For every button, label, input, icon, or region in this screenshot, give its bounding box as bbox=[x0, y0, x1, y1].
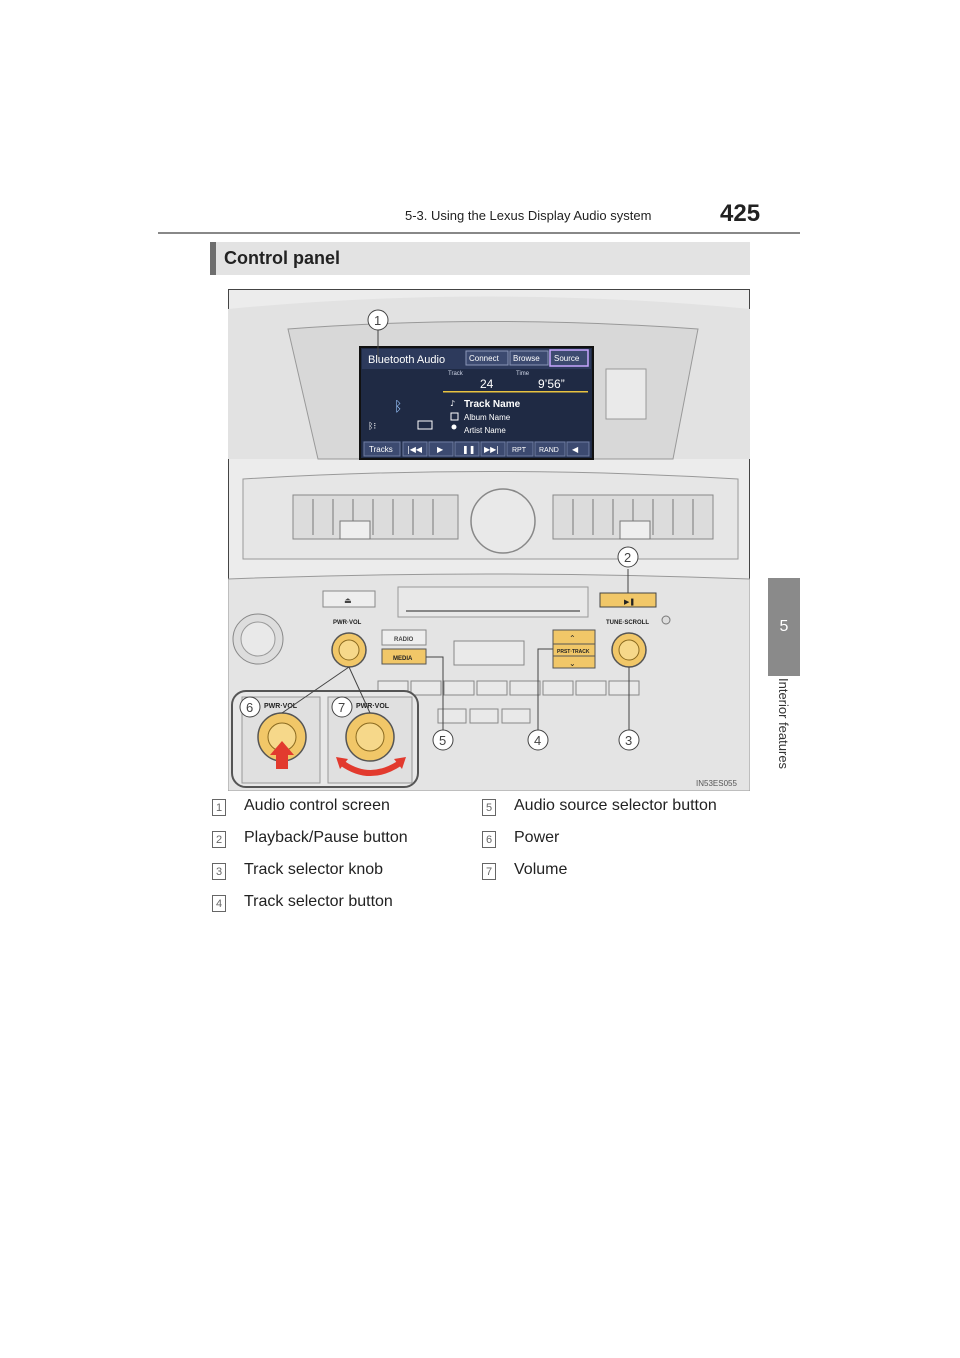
previous-track-icon: |◀◀ bbox=[407, 445, 423, 454]
music-note-icon: ♪ bbox=[450, 399, 455, 408]
play-icon: ▶ bbox=[437, 445, 444, 454]
screen-track-value: 24 bbox=[480, 377, 494, 391]
callout-5: 5 bbox=[439, 733, 446, 748]
running-header-title: 5-3. Using the Lexus Display Audio syste… bbox=[405, 208, 652, 223]
legend-label: Track selector button bbox=[244, 893, 393, 910]
chapter-tab-number: 5 bbox=[779, 618, 789, 635]
screen-time-label: Time bbox=[516, 371, 530, 377]
chapter-tab bbox=[768, 578, 800, 676]
indicator-light bbox=[661, 615, 671, 625]
legend-number: 4 bbox=[212, 895, 226, 912]
next-track-icon: ▶▶| bbox=[484, 445, 499, 454]
screen-album-name: Album Name bbox=[464, 413, 511, 422]
legend-label: Track selector knob bbox=[244, 861, 384, 878]
eject-icon: ⏏ bbox=[344, 596, 352, 605]
legend-number: 7 bbox=[482, 863, 496, 880]
pause-icon: ❚❚ bbox=[462, 445, 475, 454]
radio-button bbox=[381, 629, 427, 646]
screen-track-label: Track bbox=[448, 371, 464, 377]
screen-artist-name: Artist Name bbox=[464, 426, 506, 435]
screen-track-name: Track Name bbox=[464, 399, 521, 410]
legend-number: 2 bbox=[212, 831, 226, 848]
legend-number: 5 bbox=[482, 799, 496, 816]
rotate-arrow-icon bbox=[340, 760, 402, 776]
callout-leader-lines bbox=[281, 329, 630, 731]
knob-detail-inset: PWR·VOL PWR·VOL bbox=[231, 690, 419, 788]
section-title: Control panel bbox=[224, 248, 340, 268]
callout-3: 3 bbox=[625, 733, 632, 748]
legend-label: Power bbox=[514, 829, 560, 846]
press-arrow-icon bbox=[270, 741, 294, 769]
tune-scroll-label: TUNE·SCROLL bbox=[606, 620, 649, 626]
audio-control-screen: Bluetooth Audio Connect Browse Source Tr… bbox=[359, 346, 594, 460]
chapter-label-text: Interior features bbox=[776, 678, 791, 770]
legend-label: Audio control screen bbox=[244, 797, 390, 814]
inset-right-label: PWR·VOL bbox=[356, 703, 390, 710]
seek-down-button bbox=[552, 655, 596, 669]
media-label: MEDIA bbox=[393, 656, 413, 662]
screen-tracks-button: Tracks bbox=[369, 445, 393, 454]
legend-label: Audio source selector button bbox=[514, 797, 717, 814]
inset-left-label: PWR·VOL bbox=[264, 703, 298, 710]
callout-4: 4 bbox=[534, 733, 541, 748]
screen-tab-connect-box bbox=[465, 350, 509, 366]
pwr-vol-label: PWR·VOL bbox=[333, 620, 362, 626]
album-icon bbox=[450, 412, 459, 421]
page-number: 425 bbox=[720, 200, 761, 227]
screen-tab-source-box bbox=[549, 349, 589, 367]
callout-2: 2 bbox=[624, 550, 631, 565]
callout-1: 1 bbox=[374, 313, 381, 328]
screen-tab-source: Source bbox=[554, 354, 580, 363]
screen-tab-connect: Connect bbox=[469, 354, 500, 363]
battery-icon bbox=[417, 420, 433, 430]
legend-number: 6 bbox=[482, 831, 496, 848]
speaker-icon: ◀ bbox=[572, 445, 579, 454]
legend-label: Playback/Pause button bbox=[244, 829, 408, 846]
bluetooth-signal-icon: ᛒ⁝ bbox=[368, 421, 376, 432]
eject-button bbox=[322, 590, 376, 608]
small-display bbox=[453, 640, 525, 666]
screen-source-title: Bluetooth Audio bbox=[368, 354, 445, 366]
callout-7: 7 bbox=[338, 700, 345, 715]
chapter-label: Interior features bbox=[775, 678, 795, 788]
section-heading-accent bbox=[210, 242, 216, 275]
climate-buttons bbox=[377, 680, 640, 724]
section-heading-bar bbox=[210, 242, 750, 275]
chevron-down-icon: ⌄ bbox=[569, 659, 576, 668]
callout-markers: 1 2 3 4 5 6 7 bbox=[239, 309, 640, 751]
prst-track-label: PRST·TRACK bbox=[557, 649, 590, 655]
screen-tab-browse: Browse bbox=[513, 354, 540, 363]
artist-icon bbox=[451, 424, 457, 430]
screen-time-value: 9’56” bbox=[538, 377, 565, 391]
screen-rpt-button: RPT bbox=[512, 447, 527, 454]
sensor-panel bbox=[605, 368, 647, 420]
screen-rand-button: RAND bbox=[539, 447, 559, 454]
chevron-up-icon: ⌃ bbox=[569, 634, 576, 643]
legend-number: 3 bbox=[212, 863, 226, 880]
screen-progress-rule bbox=[443, 391, 588, 393]
control-panel-illustration: Bluetooth Audio Connect Browse Source Tr… bbox=[228, 289, 750, 791]
radio-label: RADIO bbox=[394, 637, 414, 643]
screen-tab-browse-box bbox=[509, 350, 549, 366]
legend-number: 1 bbox=[212, 799, 226, 816]
disc-slot bbox=[397, 586, 589, 618]
play-pause-icon: ▶❚ bbox=[624, 598, 635, 606]
legend-label: Volume bbox=[514, 861, 568, 878]
callout-6: 6 bbox=[246, 700, 253, 715]
header-rule bbox=[158, 232, 800, 234]
analog-clock bbox=[470, 488, 536, 554]
illustration-code: IN53ES055 bbox=[696, 779, 737, 788]
bluetooth-icon: ᛒ bbox=[394, 399, 402, 415]
